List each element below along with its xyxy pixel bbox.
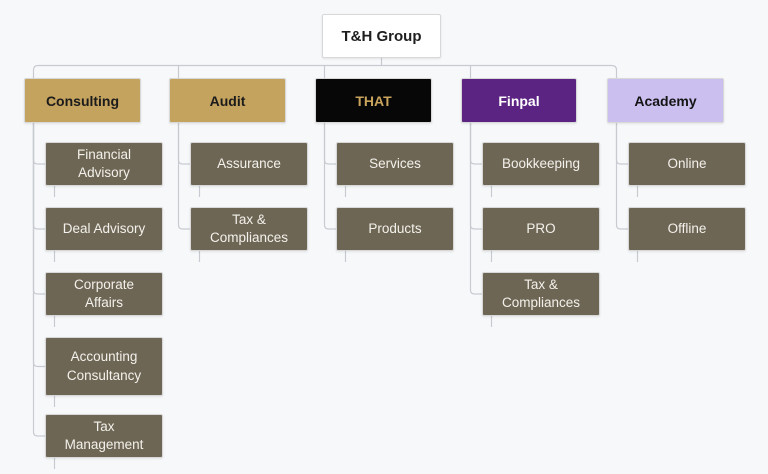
- node-pro-label: PRO: [526, 220, 556, 236]
- node-financial-advisory[interactable]: Financial Advisory: [45, 142, 163, 186]
- node-accounting-consultancy[interactable]: Accounting Consultancy: [45, 337, 163, 396]
- node-finpal[interactable]: Finpal: [461, 78, 577, 123]
- node-assurance-label: Assurance: [217, 155, 281, 171]
- node-offline-label: Offline: [667, 220, 707, 236]
- node-services-label: Services: [369, 155, 421, 171]
- node-corporate-affairs[interactable]: Corporate Affairs: [45, 272, 163, 316]
- node-that-label: THAT: [355, 92, 392, 109]
- node-online[interactable]: Online: [628, 142, 746, 186]
- node-that[interactable]: THAT: [315, 78, 432, 123]
- node-finpal-tax-compliances-label: Tax & Compliances: [501, 276, 581, 310]
- node-audit[interactable]: Audit: [169, 78, 286, 123]
- node-finpal-tax-compliances[interactable]: Tax & Compliances: [482, 272, 600, 316]
- node-products-label: Products: [368, 220, 422, 236]
- node-products[interactable]: Products: [336, 207, 454, 251]
- node-deal-advisory-label: Deal Advisory: [62, 220, 146, 236]
- node-root-label: T&H Group: [341, 27, 422, 45]
- connector-top-spine: [32, 64, 618, 78]
- node-bookkeeping[interactable]: Bookkeeping: [482, 142, 600, 186]
- node-tax-management-label: Tax Management: [64, 418, 144, 452]
- node-audit-tax-compliances-label: Tax & Compliances: [209, 211, 289, 245]
- node-pro[interactable]: PRO: [482, 207, 600, 251]
- node-corporate-affairs-label: Corporate Affairs: [73, 276, 135, 310]
- node-accounting-consultancy-label: Accounting Consultancy: [66, 349, 142, 383]
- node-assurance[interactable]: Assurance: [190, 142, 308, 186]
- node-financial-advisory-label: Financial Advisory: [76, 146, 132, 180]
- node-deal-advisory[interactable]: Deal Advisory: [45, 207, 163, 251]
- node-root[interactable]: T&H Group: [322, 14, 441, 58]
- node-bookkeeping-label: Bookkeeping: [501, 155, 581, 171]
- node-online-label: Online: [667, 155, 707, 171]
- node-academy[interactable]: Academy: [607, 78, 724, 123]
- node-finpal-label: Finpal: [498, 92, 540, 109]
- node-offline[interactable]: Offline: [628, 207, 746, 251]
- node-academy-label: Academy: [634, 92, 697, 109]
- node-tax-management[interactable]: Tax Management: [45, 414, 163, 458]
- node-consulting[interactable]: Consulting: [24, 78, 141, 123]
- node-audit-label: Audit: [209, 92, 246, 109]
- node-services[interactable]: Services: [336, 142, 454, 186]
- node-consulting-label: Consulting: [45, 92, 120, 109]
- node-audit-tax-compliances[interactable]: Tax & Compliances: [190, 207, 308, 251]
